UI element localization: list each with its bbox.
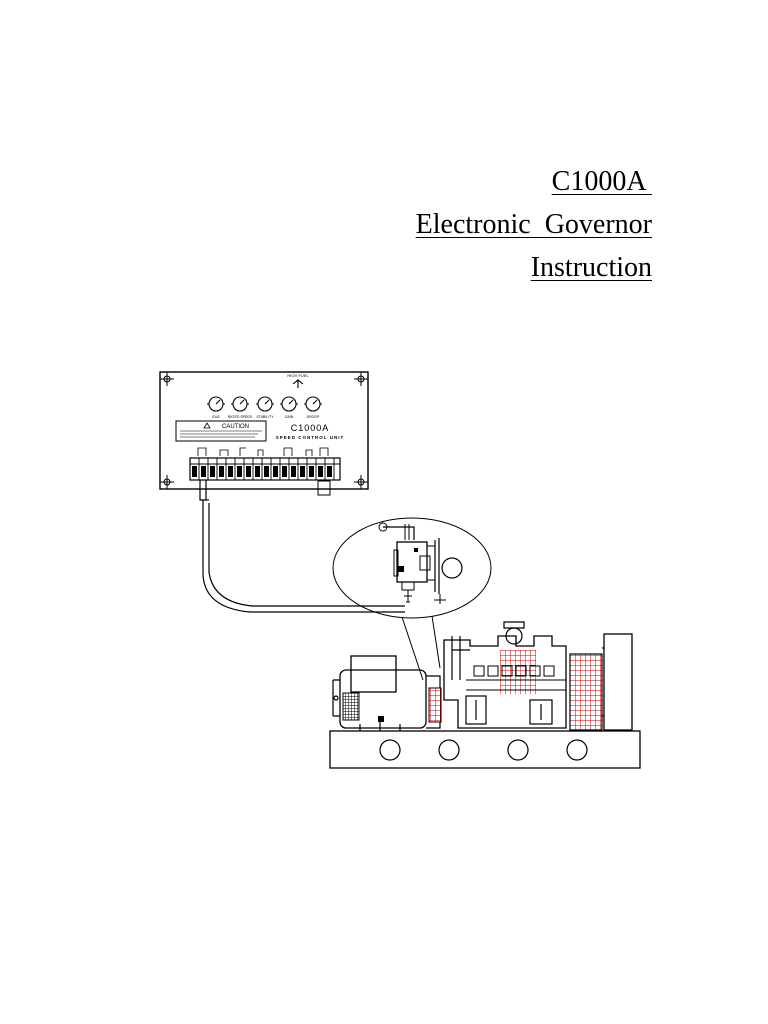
- diesel-engine: [443, 621, 567, 729]
- caution-text-lines: [180, 430, 262, 438]
- radiator: [569, 633, 633, 731]
- high-fuel-label: HIGH FUEL: [287, 373, 309, 378]
- generator-set: [329, 621, 641, 769]
- warning-triangle-icon: [203, 422, 211, 429]
- title-subject: Electronic Governor: [415, 209, 652, 240]
- controller-labels: HIGH FUEL IDLE RATED SPEED STABILITY GAI…: [212, 373, 344, 440]
- detail-bubble: [332, 517, 492, 619]
- actuator-body: [396, 541, 428, 583]
- actuator-cable: [199, 480, 405, 613]
- terminal-heads: [192, 466, 332, 477]
- terminal-screws: [190, 458, 340, 480]
- subtitle-label: SPEED CONTROL UNIT: [276, 435, 344, 440]
- fuse-holder: [317, 480, 331, 496]
- pot-label-gain: GAIN: [285, 415, 294, 419]
- wiring-symbols: [197, 447, 329, 456]
- alternator-coupling-hatch: [428, 687, 442, 723]
- skid-hole-3: [507, 739, 529, 761]
- radiator-core: [569, 653, 603, 731]
- skid-hole-4: [566, 739, 588, 761]
- injector-hatch: [500, 650, 536, 694]
- skid-hole-1: [379, 739, 401, 761]
- title-model: C1000A: [551, 166, 652, 197]
- title-block: C1000A Electronic Governor Instruction: [416, 160, 652, 289]
- skid-hole-2: [438, 739, 460, 761]
- caution-plate: [175, 420, 267, 442]
- pot-label-idle: IDLE: [212, 415, 220, 419]
- potentiometers: [207, 379, 322, 412]
- controller-housing: [159, 371, 369, 490]
- alternator: [332, 655, 442, 731]
- model-label: C1000A: [291, 423, 330, 433]
- actuator-shaft-end: [441, 557, 463, 579]
- terminal-strip: [189, 457, 341, 481]
- pot-label-droop: DROOP: [307, 415, 321, 419]
- title-type: Instruction: [530, 252, 652, 283]
- mounting-holes: [160, 372, 368, 489]
- pot-label-stability: STABILITY: [256, 415, 274, 419]
- caution-label: CAUTION: [222, 424, 249, 430]
- pot-label-rated: RATED SPEED: [228, 415, 253, 419]
- speed-control-unit: [159, 371, 369, 496]
- base-skid: [329, 730, 641, 769]
